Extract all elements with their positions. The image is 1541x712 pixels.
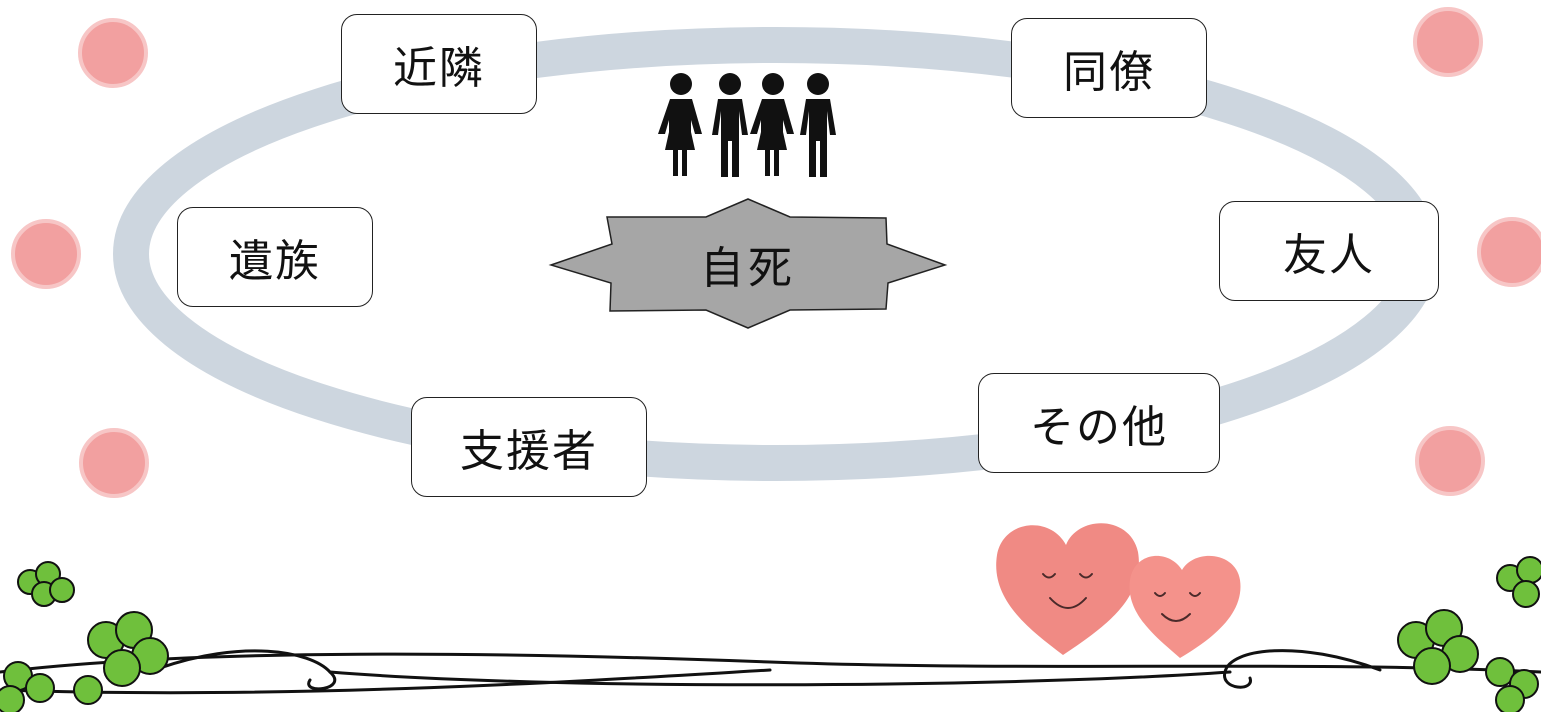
clover-icon bbox=[1397, 556, 1541, 712]
heart-right bbox=[1129, 555, 1241, 658]
smiling-hearts-icon bbox=[996, 523, 1241, 658]
label-neighbors: 近隣 bbox=[341, 14, 537, 114]
pink-dot bbox=[1415, 426, 1485, 496]
pink-dot bbox=[1413, 7, 1483, 77]
label-others: その他 bbox=[978, 373, 1220, 473]
people-group-icon bbox=[658, 73, 836, 177]
heart-left bbox=[996, 523, 1139, 655]
pink-dot bbox=[78, 18, 148, 88]
center-label: 自死 bbox=[700, 243, 796, 294]
vine-ribbon bbox=[0, 649, 1541, 695]
pink-dot bbox=[1477, 217, 1541, 287]
pink-dot bbox=[11, 219, 81, 289]
label-supporters: 支援者 bbox=[411, 397, 647, 497]
pink-dot bbox=[79, 428, 149, 498]
decorative-dots bbox=[11, 7, 1541, 498]
label-friends: 友人 bbox=[1219, 201, 1439, 301]
center-star-shape bbox=[548, 198, 948, 329]
clover-icon bbox=[0, 561, 169, 712]
label-bereaved: 遺族 bbox=[177, 207, 373, 307]
label-colleagues: 同僚 bbox=[1011, 18, 1207, 118]
